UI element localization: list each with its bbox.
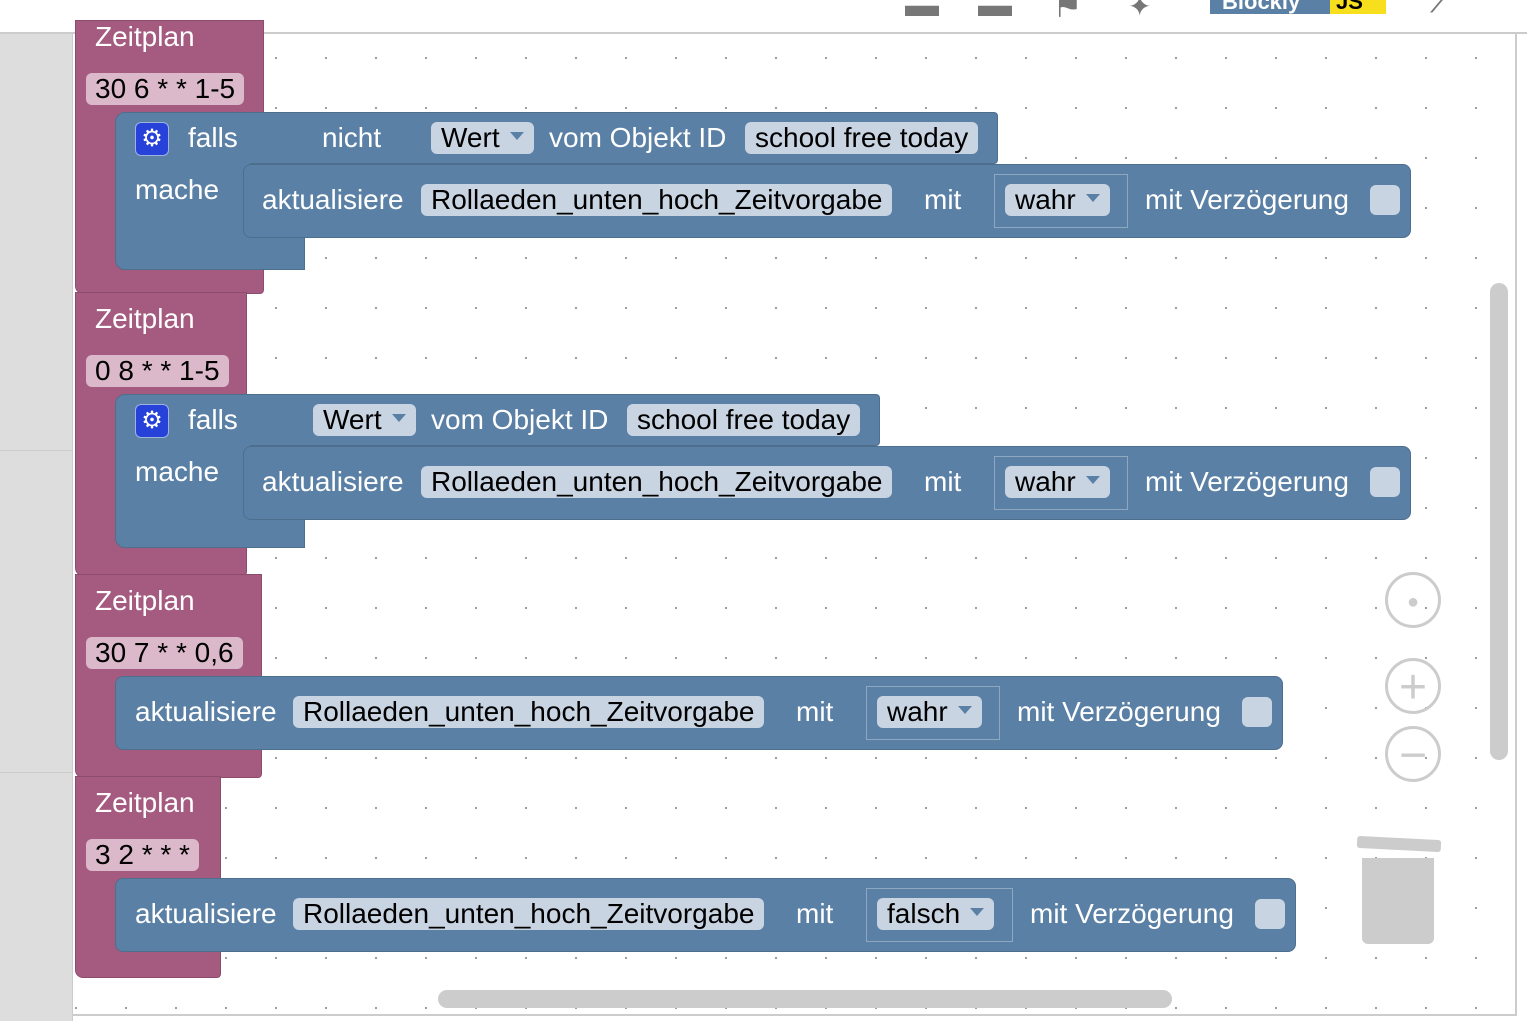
with-label: mit xyxy=(924,184,962,215)
bool-dropdown[interactable]: wahr xyxy=(1005,184,1110,216)
delay-checkbox[interactable] xyxy=(1255,899,1285,929)
delay-label: mit Verzögerung xyxy=(1145,466,1349,497)
import-icon[interactable]: ▬ xyxy=(978,0,1012,24)
update-label: aktualisiere xyxy=(262,466,404,497)
vertical-scrollbar[interactable] xyxy=(1490,283,1508,760)
update-label: aktualisiere xyxy=(135,898,277,929)
delay-checkbox[interactable] xyxy=(1370,467,1400,497)
bool-block xyxy=(994,456,1128,510)
delay-checkbox[interactable] xyxy=(1370,185,1400,215)
value-dropdown[interactable]: Wert xyxy=(431,122,534,154)
cron-field[interactable]: 30 7 * * 0,6 xyxy=(86,637,243,669)
toolbox[interactable] xyxy=(0,34,73,1021)
flag-icon[interactable]: ⚑ xyxy=(1052,0,1083,25)
bool-dropdown[interactable]: falsch xyxy=(877,898,995,930)
schedule-title: Zeitplan xyxy=(95,21,195,52)
blockly-logo: Blockly xyxy=(1210,0,1342,14)
falls-label: falls xyxy=(188,122,238,153)
schedule-title: Zeitplan xyxy=(95,303,195,334)
cron-field[interactable]: 0 8 * * 1-5 xyxy=(86,355,229,387)
with-label: mit xyxy=(796,898,834,929)
export-icon[interactable]: ▬ xyxy=(905,0,939,24)
update-label: aktualisiere xyxy=(262,184,404,215)
variable-field[interactable]: Rollaeden_unten_hoch_Zeitvorgabe xyxy=(293,696,765,728)
bool-block xyxy=(866,686,1000,740)
do-label: mache xyxy=(135,174,220,205)
trash-icon[interactable] xyxy=(1362,858,1434,944)
do-label: mache xyxy=(135,456,220,487)
horizontal-scrollbar[interactable] xyxy=(438,990,1172,1008)
update-label: aktualisiere xyxy=(135,696,277,727)
object-id-field[interactable]: school free today xyxy=(627,404,861,436)
schedule-title: Zeitplan xyxy=(95,787,195,818)
bool-block xyxy=(866,888,1013,942)
schedule-title: Zeitplan xyxy=(95,585,195,616)
zoom-in-icon[interactable]: + xyxy=(1385,658,1441,714)
value-dropdown[interactable]: Wert xyxy=(313,404,416,436)
gear-icon[interactable]: ⚙ xyxy=(135,122,169,156)
object-id-label: vom Objekt ID xyxy=(549,122,727,153)
with-label: mit xyxy=(924,466,962,497)
gear-icon[interactable]: ⚙ xyxy=(135,404,169,438)
delay-label: mit Verzögerung xyxy=(1145,184,1349,215)
js-logo: JS xyxy=(1330,0,1386,14)
not-label: nicht xyxy=(322,122,382,153)
bool-block xyxy=(994,174,1128,228)
recenter-icon[interactable]: ● xyxy=(1385,572,1441,628)
with-label: mit xyxy=(796,696,834,727)
variable-field[interactable]: Rollaeden_unten_hoch_Zeitvorgabe xyxy=(421,184,893,216)
falls-label: falls xyxy=(188,404,238,435)
delay-label: mit Verzögerung xyxy=(1017,696,1221,727)
delay-checkbox[interactable] xyxy=(1242,697,1272,727)
cron-field[interactable]: 30 6 * * 1-5 xyxy=(86,73,245,105)
delay-label: mit Verzögerung xyxy=(1030,898,1234,929)
object-id-field[interactable]: school free today xyxy=(745,122,979,154)
variable-field[interactable]: Rollaeden_unten_hoch_Zeitvorgabe xyxy=(293,898,765,930)
zoom-out-icon[interactable]: − xyxy=(1385,726,1441,782)
object-id-label: vom Objekt ID xyxy=(431,404,609,435)
sparkle-icon[interactable]: ✦ xyxy=(1128,0,1152,22)
bool-dropdown[interactable]: wahr xyxy=(877,696,982,728)
variable-field[interactable]: Rollaeden_unten_hoch_Zeitvorgabe xyxy=(421,466,893,498)
cron-field[interactable]: 3 2 * * * xyxy=(86,839,199,871)
wrench-icon[interactable]: ⟋ xyxy=(1430,0,1454,20)
bool-dropdown[interactable]: wahr xyxy=(1005,466,1110,498)
